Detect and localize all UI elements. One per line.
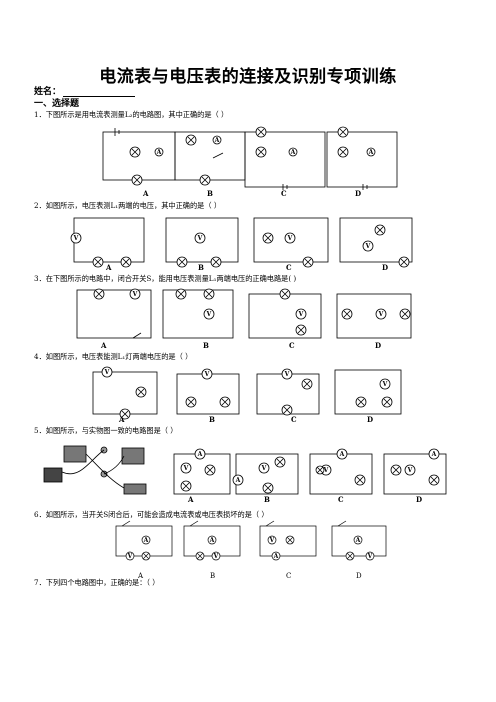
voltmeter-symbol: V	[127, 553, 133, 560]
ammeter-symbol: A	[339, 451, 345, 458]
question-1-figure: A A A A A B C D	[102, 126, 398, 198]
option-d-label: D	[416, 495, 422, 504]
voltmeter-symbol: V	[183, 465, 189, 472]
option-c-label: C	[286, 263, 292, 272]
ammeter-symbol: A	[197, 451, 203, 458]
option-c-label: C	[338, 495, 344, 504]
voltmeter-symbol: V	[298, 311, 304, 318]
question-1: 1．下图所示是用电流表测量L₂的电路图，其中正确的是（ ）	[34, 110, 229, 119]
voltmeter-symbol: V	[407, 467, 413, 474]
option-b-label: B	[203, 341, 209, 350]
voltmeter-symbol: V	[73, 235, 79, 242]
option-b-label: B	[207, 189, 213, 198]
ammeter-symbol: A	[290, 149, 296, 156]
option-a-label: A	[137, 572, 144, 580]
ammeter-symbol: A	[355, 537, 361, 544]
option-c-label: C	[291, 415, 297, 424]
option-d-label: D	[375, 341, 381, 350]
voltmeter-symbol: V	[367, 553, 373, 560]
voltmeter-symbol: V	[323, 467, 329, 474]
question-5-figure: A V A V A V A V A B C D	[43, 445, 447, 504]
option-d-label: D	[356, 572, 362, 580]
name-blank	[63, 88, 136, 97]
option-c-label: C	[286, 572, 291, 580]
voltmeter-symbol: V	[287, 235, 293, 242]
option-b-label: B	[264, 495, 270, 504]
option-a-label: A	[142, 189, 149, 198]
option-b-label: B	[209, 415, 215, 424]
voltmeter-symbol: V	[204, 371, 210, 378]
option-a-label: A	[105, 263, 112, 272]
question-3-figure: V V V V A B C D	[76, 288, 412, 350]
option-c-label: C	[281, 189, 287, 198]
voltmeter-symbol: V	[104, 369, 110, 376]
voltmeter-symbol: V	[197, 235, 203, 242]
ammeter-symbol: A	[235, 477, 241, 484]
section-heading: 一、选择题	[34, 99, 80, 109]
question-5: 5．如图所示，与实物图一致的电路图是（ ）	[34, 426, 178, 435]
name-row: 姓名：	[34, 84, 136, 97]
voltmeter-symbol: V	[378, 311, 384, 318]
voltmeter-symbol: V	[284, 371, 290, 378]
voltmeter-symbol: V	[206, 311, 212, 318]
name-label: 姓名：	[34, 87, 62, 97]
ammeter-symbol: A	[156, 149, 162, 156]
question-6-figure: A V A V V A A V A B C D	[115, 520, 387, 580]
option-c-label: C	[289, 341, 295, 350]
option-b-label: B	[198, 263, 204, 272]
voltmeter-symbol: V	[382, 381, 388, 388]
question-4: 4．如图所示，电压表能测L₁灯两端电压的是（ ）	[34, 352, 193, 361]
physical-circuit-photo	[43, 445, 147, 495]
option-b-label: B	[210, 572, 215, 580]
ammeter-symbol: A	[431, 451, 437, 458]
question-7: 7．下列四个电路图中，正确的是：（ ）	[34, 578, 160, 587]
voltmeter-symbol: V	[365, 243, 371, 250]
voltmeter-symbol: V	[261, 465, 267, 472]
option-d-label: D	[382, 263, 388, 272]
voltmeter-symbol: V	[213, 553, 219, 560]
ammeter-symbol: A	[214, 137, 220, 144]
ammeter-symbol: A	[368, 149, 374, 156]
option-a-label: A	[187, 495, 194, 504]
voltmeter-symbol: V	[269, 537, 275, 544]
option-d-label: D	[355, 189, 361, 198]
question-3: 3．在下图所示的电路中，闭合开关S，能用电压表测量L₁两端电压的正确电路是( )	[34, 274, 297, 283]
question-2: 2．如图所示，电压表测L₁两端的电压，其中正确的是（ ）	[34, 201, 222, 210]
option-a-label: A	[118, 415, 125, 424]
page-title: 电流表与电压表的连接及识别专项训练	[99, 67, 397, 87]
question-6: 6．如图所示，当开关S闭合后，可能会造成电流表或电压表损坏的是（ ）	[34, 510, 269, 519]
ammeter-symbol: A	[143, 537, 149, 544]
ammeter-symbol: A	[209, 537, 215, 544]
ammeter-symbol: A	[273, 553, 279, 560]
question-2-figure: V V V V A B C D	[70, 217, 413, 272]
option-d-label: D	[367, 415, 373, 424]
question-4-figure: V V V V A B C D	[92, 366, 402, 424]
voltmeter-symbol: V	[132, 291, 138, 298]
option-a-label: A	[100, 341, 107, 350]
